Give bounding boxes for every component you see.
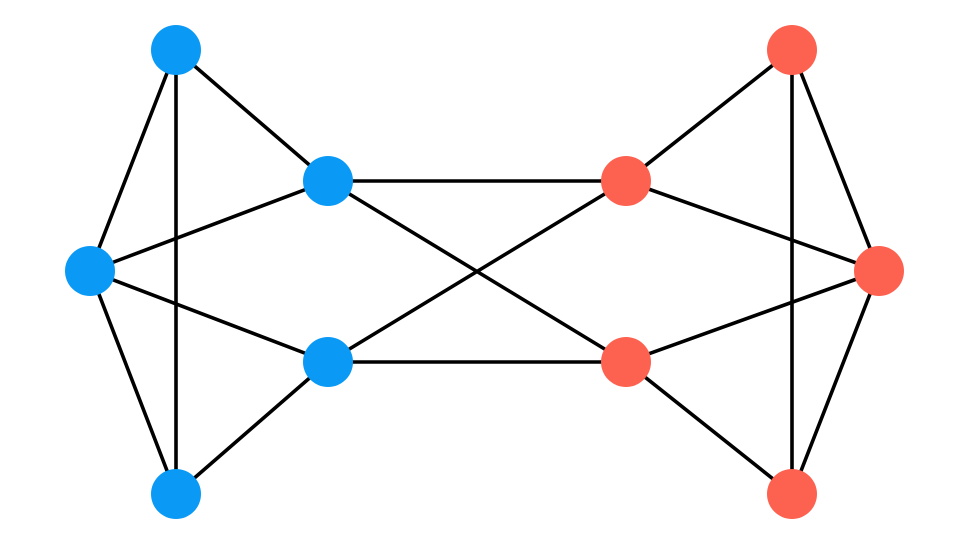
edge-R2-R3 bbox=[624, 179, 881, 273]
node-left-L3 bbox=[65, 246, 115, 296]
node-left-L4 bbox=[303, 337, 353, 387]
node-left-L1 bbox=[151, 25, 201, 75]
edge-L1-L2 bbox=[174, 48, 330, 183]
node-left-L2 bbox=[303, 156, 353, 206]
edge-R1-R3 bbox=[790, 48, 881, 273]
edge-L2-L3 bbox=[88, 179, 330, 273]
edge-L1-L3 bbox=[88, 48, 178, 273]
node-right-R3 bbox=[854, 246, 904, 296]
edge-R3-R4 bbox=[624, 269, 881, 364]
node-layer bbox=[65, 25, 904, 519]
edge-R4-R5 bbox=[624, 360, 794, 496]
node-right-R1 bbox=[767, 25, 817, 75]
edge-L3-L5 bbox=[88, 269, 178, 496]
edge-L3-L4 bbox=[88, 269, 330, 364]
node-left-L5 bbox=[151, 469, 201, 519]
node-right-R2 bbox=[601, 156, 651, 206]
edge-R1-R2 bbox=[624, 48, 794, 183]
node-right-R5 bbox=[767, 469, 817, 519]
edge-L4-R2 bbox=[326, 179, 628, 364]
edge-R3-R5 bbox=[790, 269, 881, 496]
edge-L4-L5 bbox=[174, 360, 330, 496]
node-right-R4 bbox=[601, 337, 651, 387]
edge-layer bbox=[88, 48, 881, 496]
